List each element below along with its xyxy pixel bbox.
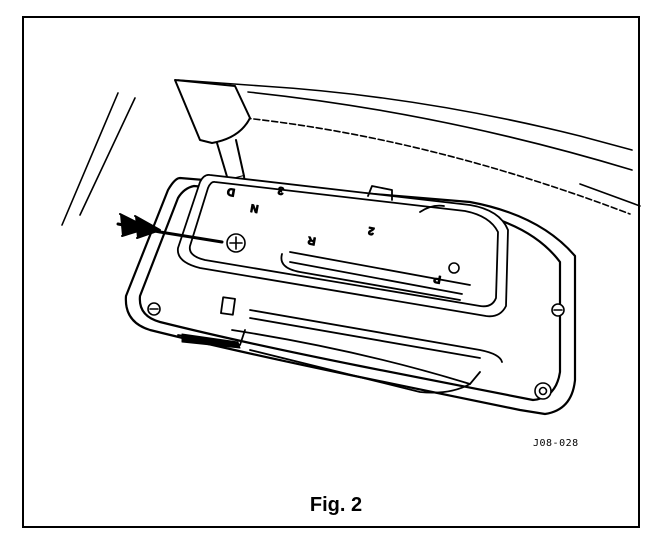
gate-label-r: R: [307, 234, 317, 247]
gate-label-3: 3: [277, 184, 285, 197]
indicator-plate: [177, 173, 509, 318]
drawing-code: J08-028: [533, 438, 579, 449]
gate-label-n: N: [250, 201, 260, 214]
screw-icon-bottom: [534, 382, 552, 400]
screwdriver-icon: [174, 79, 251, 191]
figure-caption: Fig. 2: [309, 494, 363, 516]
tab-shading: [181, 333, 241, 349]
console-outline: [61, 79, 641, 226]
arrow-icon: [116, 213, 224, 244]
gate-label-2: 2: [367, 224, 375, 237]
screw-icon-left: [147, 302, 161, 316]
gate-letters: P R N D 3 2: [226, 183, 443, 285]
screw-icon-main: [226, 233, 246, 253]
screw-icon-plate-right: [448, 262, 460, 274]
gate-label-p: P: [433, 272, 442, 285]
gate-label-d: D: [226, 185, 236, 198]
screw-icon-right: [551, 303, 565, 317]
